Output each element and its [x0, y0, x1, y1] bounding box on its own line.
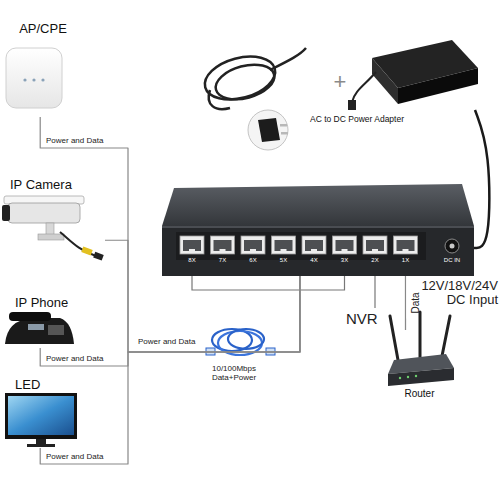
rj45-port	[302, 236, 326, 254]
status-led	[23, 78, 26, 81]
cable-spec-label: 10/100Mbps Data+Power	[202, 365, 266, 383]
device-label: LED	[15, 378, 85, 392]
plus-sign: +	[330, 70, 350, 94]
data-line	[405, 276, 406, 330]
switch-top	[162, 184, 474, 226]
device-label: AC to DC Power Adapter	[310, 115, 440, 124]
power-cord	[209, 90, 230, 109]
device-label: Router	[382, 388, 457, 399]
router-led	[415, 375, 417, 377]
power-cord	[270, 48, 306, 70]
rj45-port	[272, 236, 296, 254]
port-bay	[176, 232, 426, 260]
power-data-line	[40, 117, 300, 352]
phone-handset	[9, 312, 51, 321]
camera-lens	[2, 205, 10, 221]
device-label: AP/CPE	[8, 22, 78, 36]
device-label: IP Phone	[15, 296, 85, 310]
access-point-body	[6, 48, 62, 108]
port-label: 7X	[208, 257, 238, 264]
power-cord-coil	[200, 49, 280, 106]
rj45-port	[333, 236, 357, 254]
rj45-port	[394, 236, 418, 254]
monitor-stand	[36, 439, 46, 444]
adapter-cable	[352, 72, 376, 102]
port-label: 6X	[238, 257, 268, 264]
plug-pin	[280, 124, 287, 127]
edge-label: Data	[410, 292, 421, 313]
camera-body	[8, 203, 80, 223]
link-label: Power and Data	[138, 338, 208, 347]
port-label: 8X	[177, 257, 207, 264]
port-label: 1X	[391, 257, 421, 264]
dc-jack	[445, 239, 459, 253]
plug-pin	[281, 132, 288, 135]
port-label: 3X	[330, 257, 360, 264]
camera-mount	[46, 223, 54, 235]
link-label: Power and Data	[46, 453, 126, 462]
ip-phone-device: IP Phone	[5, 296, 85, 348]
phone-screen	[28, 324, 44, 330]
port-label: 2X	[360, 257, 390, 264]
router-antenna	[390, 316, 398, 360]
port-bracket	[192, 276, 345, 290]
adapter-side	[398, 68, 478, 104]
patch-cable-coil	[228, 329, 264, 349]
router-antenna	[419, 312, 422, 357]
rj45-connector	[93, 252, 104, 261]
dc-power-cable	[474, 110, 489, 248]
power-data-line	[40, 276, 300, 464]
nvr-label: NVR	[346, 311, 390, 328]
dc-jack-pin	[450, 244, 455, 249]
link-label: Power and Data	[46, 355, 126, 364]
phone-keypad	[48, 325, 64, 335]
port-label: 5X	[269, 257, 299, 264]
status-led	[32, 78, 35, 81]
poe-switch: 8X7X6X5X4X3X2X1X DC IN	[162, 226, 474, 276]
adapter-plug	[348, 100, 356, 110]
status-led	[41, 78, 44, 81]
plug-inset	[248, 110, 288, 150]
monitor-screen	[8, 396, 74, 435]
phone-base	[5, 318, 74, 344]
router-led	[407, 376, 409, 378]
rj45-port	[211, 236, 235, 254]
camera-mount	[38, 234, 64, 240]
device-label: IP Camera	[10, 178, 100, 192]
camera-cable	[60, 232, 96, 256]
monitor-frame	[5, 393, 77, 439]
nvr-lead	[374, 276, 375, 308]
switch-front	[162, 226, 474, 276]
router-led	[399, 377, 401, 379]
power-adapter: AC to DC Power Adapter	[305, 35, 475, 130]
router-front	[388, 368, 454, 386]
router-antenna	[442, 316, 450, 356]
power-cord-coil	[212, 59, 278, 105]
ip-camera-device: IP Camera	[5, 178, 105, 253]
power-data-line	[105, 240, 300, 352]
power-plug	[258, 118, 280, 142]
port-label: 4X	[299, 257, 329, 264]
rj45-port	[241, 236, 265, 254]
router-device: Router	[382, 330, 457, 402]
monitor-base	[27, 444, 55, 447]
link-label: Power and Data	[46, 137, 126, 146]
adapter-end	[372, 58, 398, 104]
rj45-port	[180, 236, 204, 254]
access-point-device: AP/CPE	[8, 22, 78, 117]
switch-edge	[162, 226, 474, 228]
jack-label: DC IN	[437, 257, 467, 264]
led-display-device: LED	[5, 378, 85, 448]
rj45-port	[363, 236, 387, 254]
dc-connector	[81, 246, 92, 255]
